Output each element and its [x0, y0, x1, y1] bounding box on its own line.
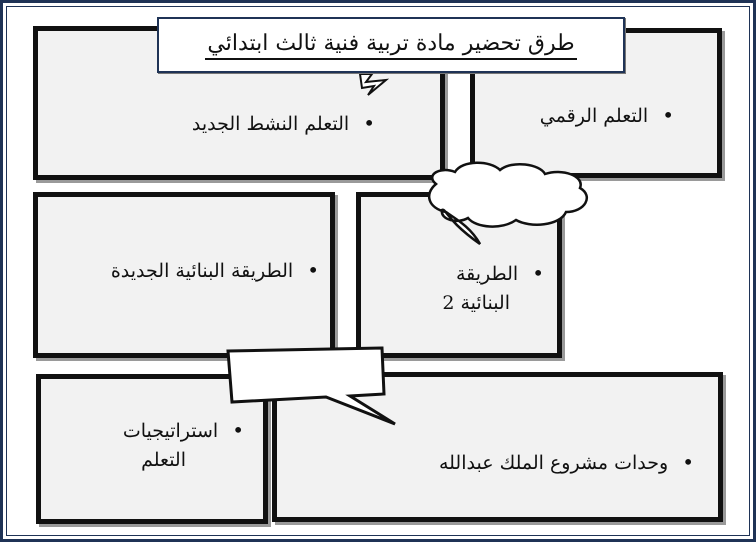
inner-frame — [6, 6, 750, 536]
bullet-icon: • — [532, 261, 544, 285]
item-strategies: • استراتيجيات التعلم — [94, 415, 244, 476]
bullet-icon: • — [682, 450, 694, 474]
item-digital-learning: • التعلم الرقمي — [540, 100, 674, 131]
page-title: طرق تحضير مادة تربية فنية ثالث ابتدائي — [205, 31, 577, 60]
bullet-icon: • — [232, 418, 244, 442]
label-king-abdullah: وحدات مشروع الملك عبدالله — [438, 452, 669, 474]
bullet-icon: • — [363, 111, 375, 135]
label-constructivist-2-line2: البنائية 2 — [442, 292, 510, 315]
label-strategies-line1: استراتيجيات — [122, 420, 219, 442]
item-king-abdullah: • وحدات مشروع الملك عبدالله — [439, 447, 694, 478]
label-constructivist-2-line1: الطريقة — [455, 263, 519, 285]
label-active-learning: التعلم النشط الجديد — [191, 113, 350, 135]
label-constructivist-new: الطريقة البنائية الجديدة — [110, 260, 294, 282]
bullet-icon: • — [307, 258, 319, 282]
panel-strategies — [36, 374, 268, 524]
label-digital-learning: التعلم الرقمي — [539, 105, 649, 127]
panel-constructivist-new — [33, 192, 335, 358]
item-active-learning: • التعلم النشط الجديد — [192, 108, 375, 139]
label-strategies-line2: التعلم — [141, 449, 186, 472]
title-box: طرق تحضير مادة تربية فنية ثالث ابتدائي — [157, 17, 625, 73]
item-constructivist-2: • الطريقة البنائية 2 — [404, 258, 544, 319]
bullet-icon: • — [662, 103, 674, 127]
item-constructivist-new: • الطريقة البنائية الجديدة — [111, 255, 319, 286]
